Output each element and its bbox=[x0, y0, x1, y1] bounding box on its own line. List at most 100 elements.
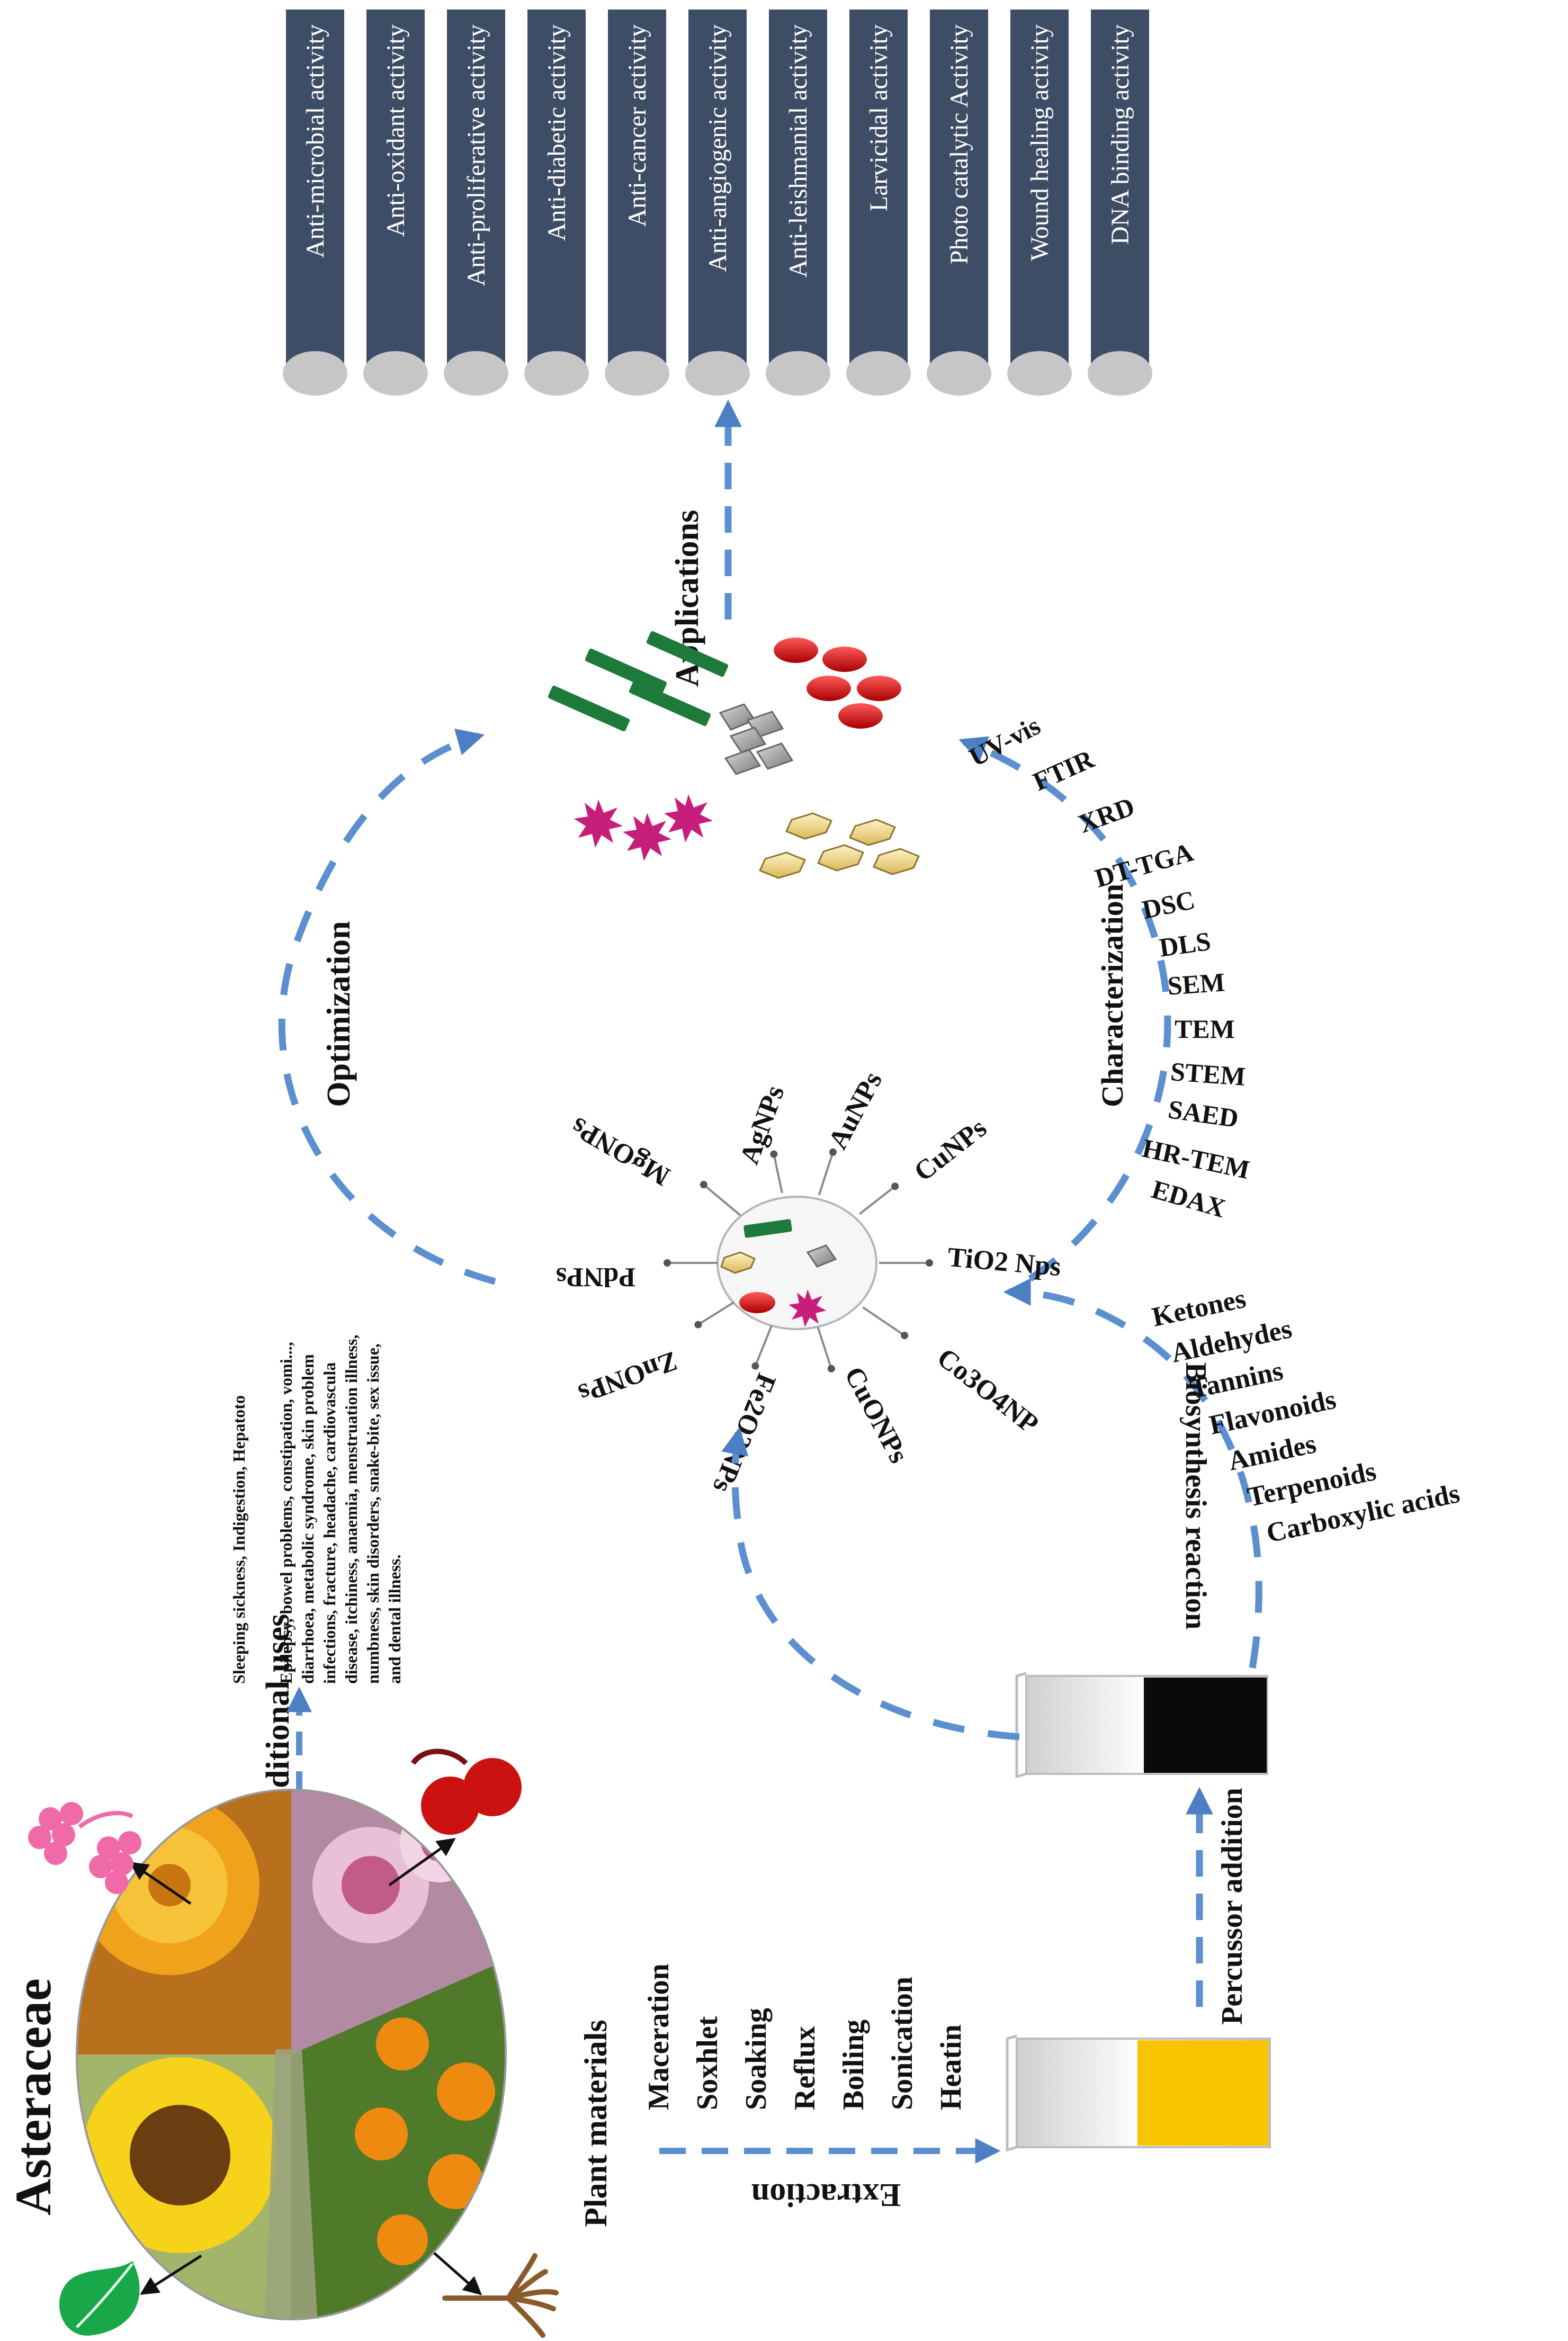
pillar-base bbox=[605, 351, 669, 396]
precursor-label: Percussor addition bbox=[1216, 1788, 1249, 2025]
nanosphere bbox=[774, 638, 818, 663]
beaker-lip bbox=[1015, 1672, 1027, 1779]
characterization-label: Characterization bbox=[1095, 884, 1130, 1107]
application-pillar: Anti-angiogenic activity bbox=[685, 10, 750, 396]
nanosphere bbox=[857, 676, 901, 701]
plant-materials-label: Plant materials bbox=[578, 2020, 613, 2227]
pillar-base bbox=[363, 351, 428, 396]
extraction-method: Soxhlet bbox=[691, 2016, 724, 2110]
spoke-line bbox=[754, 1325, 773, 1367]
pillar-base bbox=[927, 351, 991, 396]
spoke-line bbox=[858, 1185, 896, 1215]
nanosphere bbox=[838, 703, 883, 729]
nanohexagon bbox=[848, 819, 897, 846]
reaction-beaker bbox=[1015, 1672, 1268, 1779]
nanoparticle-label: CuNPs bbox=[909, 1113, 992, 1188]
spoke-line bbox=[697, 1301, 735, 1326]
nanorod bbox=[548, 685, 630, 732]
spoke-dot bbox=[751, 1362, 759, 1370]
extraction-method: Sonication bbox=[886, 1977, 919, 2110]
spoke-line bbox=[703, 1183, 741, 1216]
nanoparticle-label: Co3O4NP bbox=[931, 1342, 1044, 1440]
nanospheres-group bbox=[774, 638, 901, 729]
characterization-method: DSC bbox=[1140, 885, 1197, 925]
characterization-method: DT-TGA bbox=[1091, 837, 1196, 893]
marigold-icon bbox=[355, 2017, 495, 2265]
extraction-method: Maceration bbox=[642, 1963, 675, 2110]
traditional-uses-text: Sleeping sickness, Indigestion, Hepatoto… bbox=[229, 1334, 404, 1684]
nanostars-group bbox=[574, 794, 713, 861]
characterization-method: STEM bbox=[1170, 1056, 1247, 1091]
application-label: Anti-diabetic activity bbox=[543, 24, 571, 241]
nanorod bbox=[585, 648, 667, 695]
pillar-body bbox=[608, 10, 666, 365]
nanohexagons-group bbox=[758, 812, 920, 879]
plant-part-arrows bbox=[129, 1837, 482, 2295]
pillar-body bbox=[1010, 10, 1069, 365]
leaf-icon bbox=[59, 2261, 140, 2336]
characterization-method: XRD bbox=[1074, 791, 1139, 839]
pillar-base bbox=[444, 351, 508, 396]
application-pillar: Anti-microbial activity bbox=[283, 10, 347, 396]
hub-hexagon bbox=[720, 1251, 756, 1274]
pillar-body bbox=[769, 10, 827, 365]
optimization-arrow bbox=[278, 729, 496, 1285]
application-pillar: Photo catalytic Activity bbox=[927, 10, 991, 396]
spoke-dot bbox=[770, 1150, 778, 1158]
nanorod bbox=[646, 631, 729, 677]
nanocube bbox=[724, 749, 761, 775]
spoke-dot bbox=[694, 1321, 702, 1329]
spoke-dot bbox=[827, 1365, 835, 1373]
application-label: Photo catalytic Activity bbox=[945, 24, 973, 264]
nanosphere bbox=[822, 647, 867, 672]
hub-sphere bbox=[739, 1292, 775, 1313]
pillar-body bbox=[849, 10, 908, 365]
nanostar bbox=[623, 813, 671, 861]
application-pillar: Anti-diabetic activity bbox=[524, 10, 589, 396]
extraction-label: Extraction bbox=[751, 2177, 901, 2213]
nanoparticle-label: Fe2O3NPs bbox=[707, 1369, 782, 1497]
beaker-lip bbox=[1006, 2034, 1017, 2152]
pillar-body bbox=[930, 10, 988, 365]
application-pillar: Anti-oxidant activity bbox=[363, 10, 428, 396]
spoke-dot bbox=[901, 1332, 909, 1340]
hub-cube bbox=[806, 1244, 837, 1268]
application-pillars: Anti-microbial activity Anti-oxidant acti… bbox=[283, 10, 1152, 396]
nanoparticle-label: ZnONPs bbox=[575, 1346, 681, 1409]
spoke-dot bbox=[664, 1259, 671, 1267]
garden-path-photo bbox=[265, 2049, 318, 2319]
extract-beaker bbox=[1006, 2034, 1271, 2152]
orange-flower-icon bbox=[79, 1795, 259, 1975]
asteraceae-title: Asteraceae bbox=[5, 1978, 61, 2216]
nanosphere bbox=[807, 676, 851, 701]
hub-rod bbox=[743, 1219, 792, 1238]
characterization-method: FTIR bbox=[1028, 743, 1099, 796]
pillar-body bbox=[366, 10, 425, 365]
characterization-arrow bbox=[958, 736, 1171, 1282]
traditional-use-line: and dental illness. bbox=[385, 1554, 404, 1684]
traditional-use-line: numbness, skin disorders, snake-bite, se… bbox=[363, 1343, 382, 1684]
traditional-use-line: diarrhoea, metabolic syndrome, skin prob… bbox=[298, 1354, 317, 1684]
application-label: Anti-microbial activity bbox=[301, 24, 329, 258]
spoke-line bbox=[817, 1327, 832, 1369]
pillar-body bbox=[286, 10, 344, 365]
spoke-line bbox=[818, 1152, 834, 1196]
extraction-method: Reflux bbox=[789, 2026, 821, 2110]
traditional-use-line: Epilepsy, bowel problems, constipation, … bbox=[276, 1342, 295, 1684]
root-icon bbox=[442, 2253, 559, 2338]
application-pillar: Wound healing activity bbox=[1007, 10, 1072, 396]
nanorod bbox=[629, 680, 711, 726]
traditional-use-line: disease, itchiness, anaemia, menstruatio… bbox=[342, 1334, 361, 1684]
nanohexagon bbox=[872, 848, 920, 875]
pillar-base bbox=[685, 351, 750, 396]
pillar-base bbox=[766, 351, 830, 396]
spoke-line bbox=[862, 1306, 906, 1337]
nanostar bbox=[664, 794, 713, 842]
nanohexagon bbox=[785, 812, 833, 840]
pillar-base bbox=[1007, 351, 1072, 396]
nanohexagon bbox=[758, 851, 807, 879]
nanocube bbox=[756, 742, 794, 770]
